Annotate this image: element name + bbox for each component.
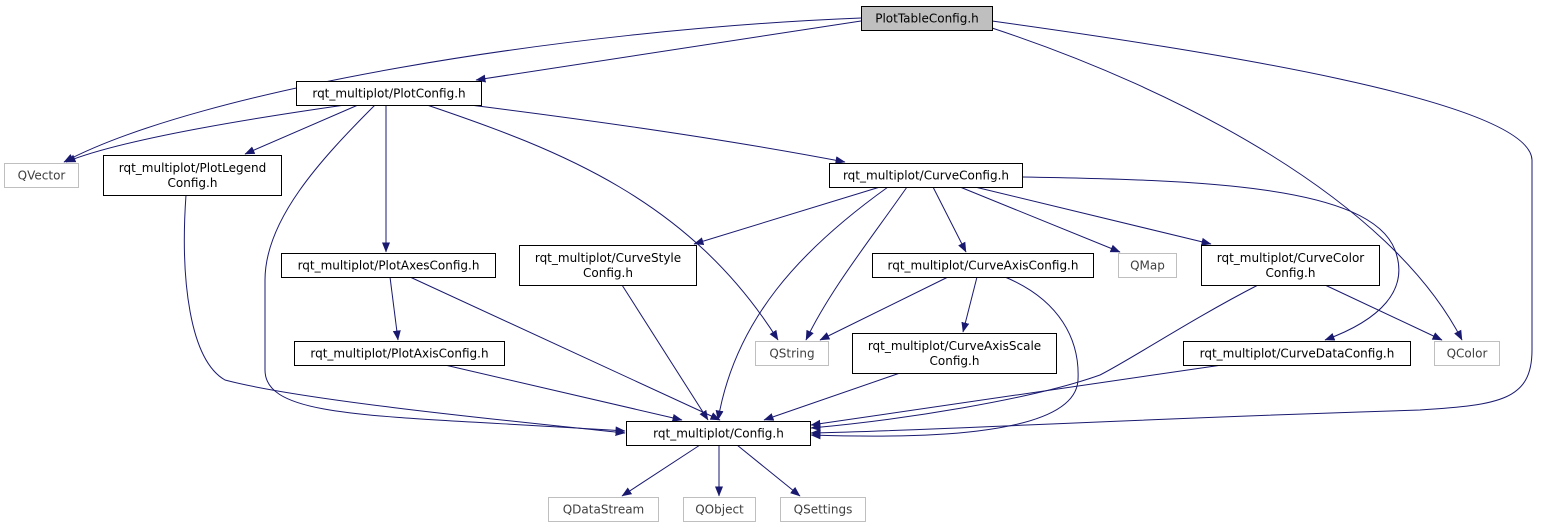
edge-plotconfig-to-curveconfig [469, 104, 846, 165]
edge-curveconfig-to-curvedata [1021, 176, 1400, 341]
node-plotconfig[interactable]: rqt_multiplot/PlotConfig.h [296, 81, 482, 106]
node-qcolor: QColor [1434, 341, 1500, 366]
edge-curveaxis-to-config [810, 276, 1079, 440]
node-box [852, 333, 1057, 374]
node-box [1183, 341, 1411, 366]
node-box [626, 421, 811, 446]
node-label: QString [769, 347, 814, 361]
edge-curveconfig-to-curveaxis [932, 186, 967, 253]
edge-plotlegend-to-config [183, 194, 626, 436]
node-label: PlotTableConfig.h [875, 12, 979, 26]
node-label: rqt_multiplot/PlotLegend [119, 161, 266, 175]
node-label: rqt_multiplot/CurveColor [1217, 251, 1365, 265]
node-label: Config.h [1266, 266, 1316, 280]
node-label: Config.h [583, 266, 633, 280]
edge-plotaxes-to-plotaxis [389, 276, 401, 341]
node-plotaxes[interactable]: rqt_multiplot/PlotAxesConfig.h [281, 253, 496, 278]
node-label: rqt_multiplot/CurveAxisConfig.h [888, 259, 1079, 273]
node-curveaxis[interactable]: rqt_multiplot/CurveAxisConfig.h [872, 253, 1094, 278]
node-qvector: QVector [4, 163, 79, 188]
node-box [683, 497, 756, 522]
node-label: rqt_multiplot/CurveDataConfig.h [1200, 347, 1395, 361]
node-box [872, 253, 1094, 278]
edge-plotaxes-to-config [409, 276, 721, 421]
node-box [1201, 245, 1380, 286]
node-root[interactable]: PlotTableConfig.h [861, 6, 993, 31]
edge-plotconfig-to-qvector [65, 104, 346, 163]
node-box [780, 497, 866, 522]
node-label: rqt_multiplot/PlotAxesConfig.h [298, 259, 480, 273]
edge-curvedata-to-config [810, 364, 1223, 428]
node-label: QSettings [794, 503, 853, 517]
node-box [1118, 253, 1177, 278]
node-box [1434, 341, 1500, 366]
node-box [294, 341, 505, 366]
node-box [861, 6, 993, 31]
node-label: QDataStream [563, 503, 645, 517]
node-curveconfig[interactable]: rqt_multiplot/CurveConfig.h [829, 163, 1023, 188]
node-label: Config.h [930, 354, 980, 368]
edges-layer [63, 17, 1533, 497]
edge-plotconfig-to-qstring [426, 104, 779, 341]
edge-plotaxis-to-config [444, 364, 683, 422]
node-box [281, 253, 496, 278]
nodes-layer: PlotTableConfig.h rqt_multiplot/PlotConfi… [4, 6, 1500, 522]
node-box [296, 81, 482, 106]
node-qmap: QMap [1118, 253, 1177, 278]
node-box [755, 341, 829, 366]
node-label: rqt_multiplot/CurveStyle [535, 251, 681, 265]
node-box [519, 245, 697, 286]
node-label: rqt_multiplot/PlotAxisConfig.h [310, 347, 488, 361]
edge-config-to-qsettings [736, 444, 801, 497]
edge-curvecolor-to-config [810, 284, 1259, 432]
node-label: QVector [18, 169, 66, 183]
edge-curvecolor-to-qcolor [1324, 284, 1443, 341]
node-box [103, 155, 282, 196]
node-label: QMap [1130, 259, 1165, 273]
node-qsettings: QSettings [780, 497, 866, 522]
edge-curveconfig-to-curvecolor [974, 186, 1212, 246]
node-box [548, 497, 659, 522]
edge-curveaxisscale-to-config [763, 372, 901, 421]
node-label: rqt_multiplot/CurveConfig.h [843, 169, 1009, 183]
node-label: QColor [1447, 347, 1488, 361]
node-box [829, 163, 1023, 188]
node-plotaxis[interactable]: rqt_multiplot/PlotAxisConfig.h [294, 341, 505, 366]
edge-curvestyle-to-config [621, 284, 709, 421]
node-label: rqt_multiplot/CurveAxisScale [868, 339, 1041, 353]
node-config[interactable]: rqt_multiplot/Config.h [626, 421, 811, 446]
edge-curveaxis-to-curveaxisscale [961, 276, 978, 333]
edge-root-to-qcolor [991, 27, 1463, 341]
node-label: Config.h [168, 176, 218, 190]
node-qstring: QString [755, 341, 829, 366]
node-curvedata[interactable]: rqt_multiplot/CurveDataConfig.h [1183, 341, 1411, 366]
node-qobject: QObject [683, 497, 756, 522]
edge-root-to-plotconfig [475, 20, 862, 83]
edge-curveconfig-to-curvestyle [693, 186, 881, 246]
node-qdatastream: QDataStream [548, 497, 659, 522]
node-label: rqt_multiplot/Config.h [653, 427, 784, 441]
edge-curveconfig-to-qmap [959, 186, 1121, 253]
edge-config-to-qdatastream [621, 444, 701, 497]
node-box [4, 163, 79, 188]
edge-curveconfig-to-qstring [805, 186, 908, 341]
node-label: rqt_multiplot/PlotConfig.h [312, 87, 465, 101]
edge-root-to-qvector [63, 17, 862, 163]
edge-plotconfig-to-plotlegend [244, 104, 359, 155]
edge-curveaxis-to-qstring [819, 276, 949, 341]
edge-curveconfig-to-config [715, 186, 889, 421]
edge-plotconfig-to-config [264, 104, 626, 435]
node-label: QObject [695, 503, 744, 517]
